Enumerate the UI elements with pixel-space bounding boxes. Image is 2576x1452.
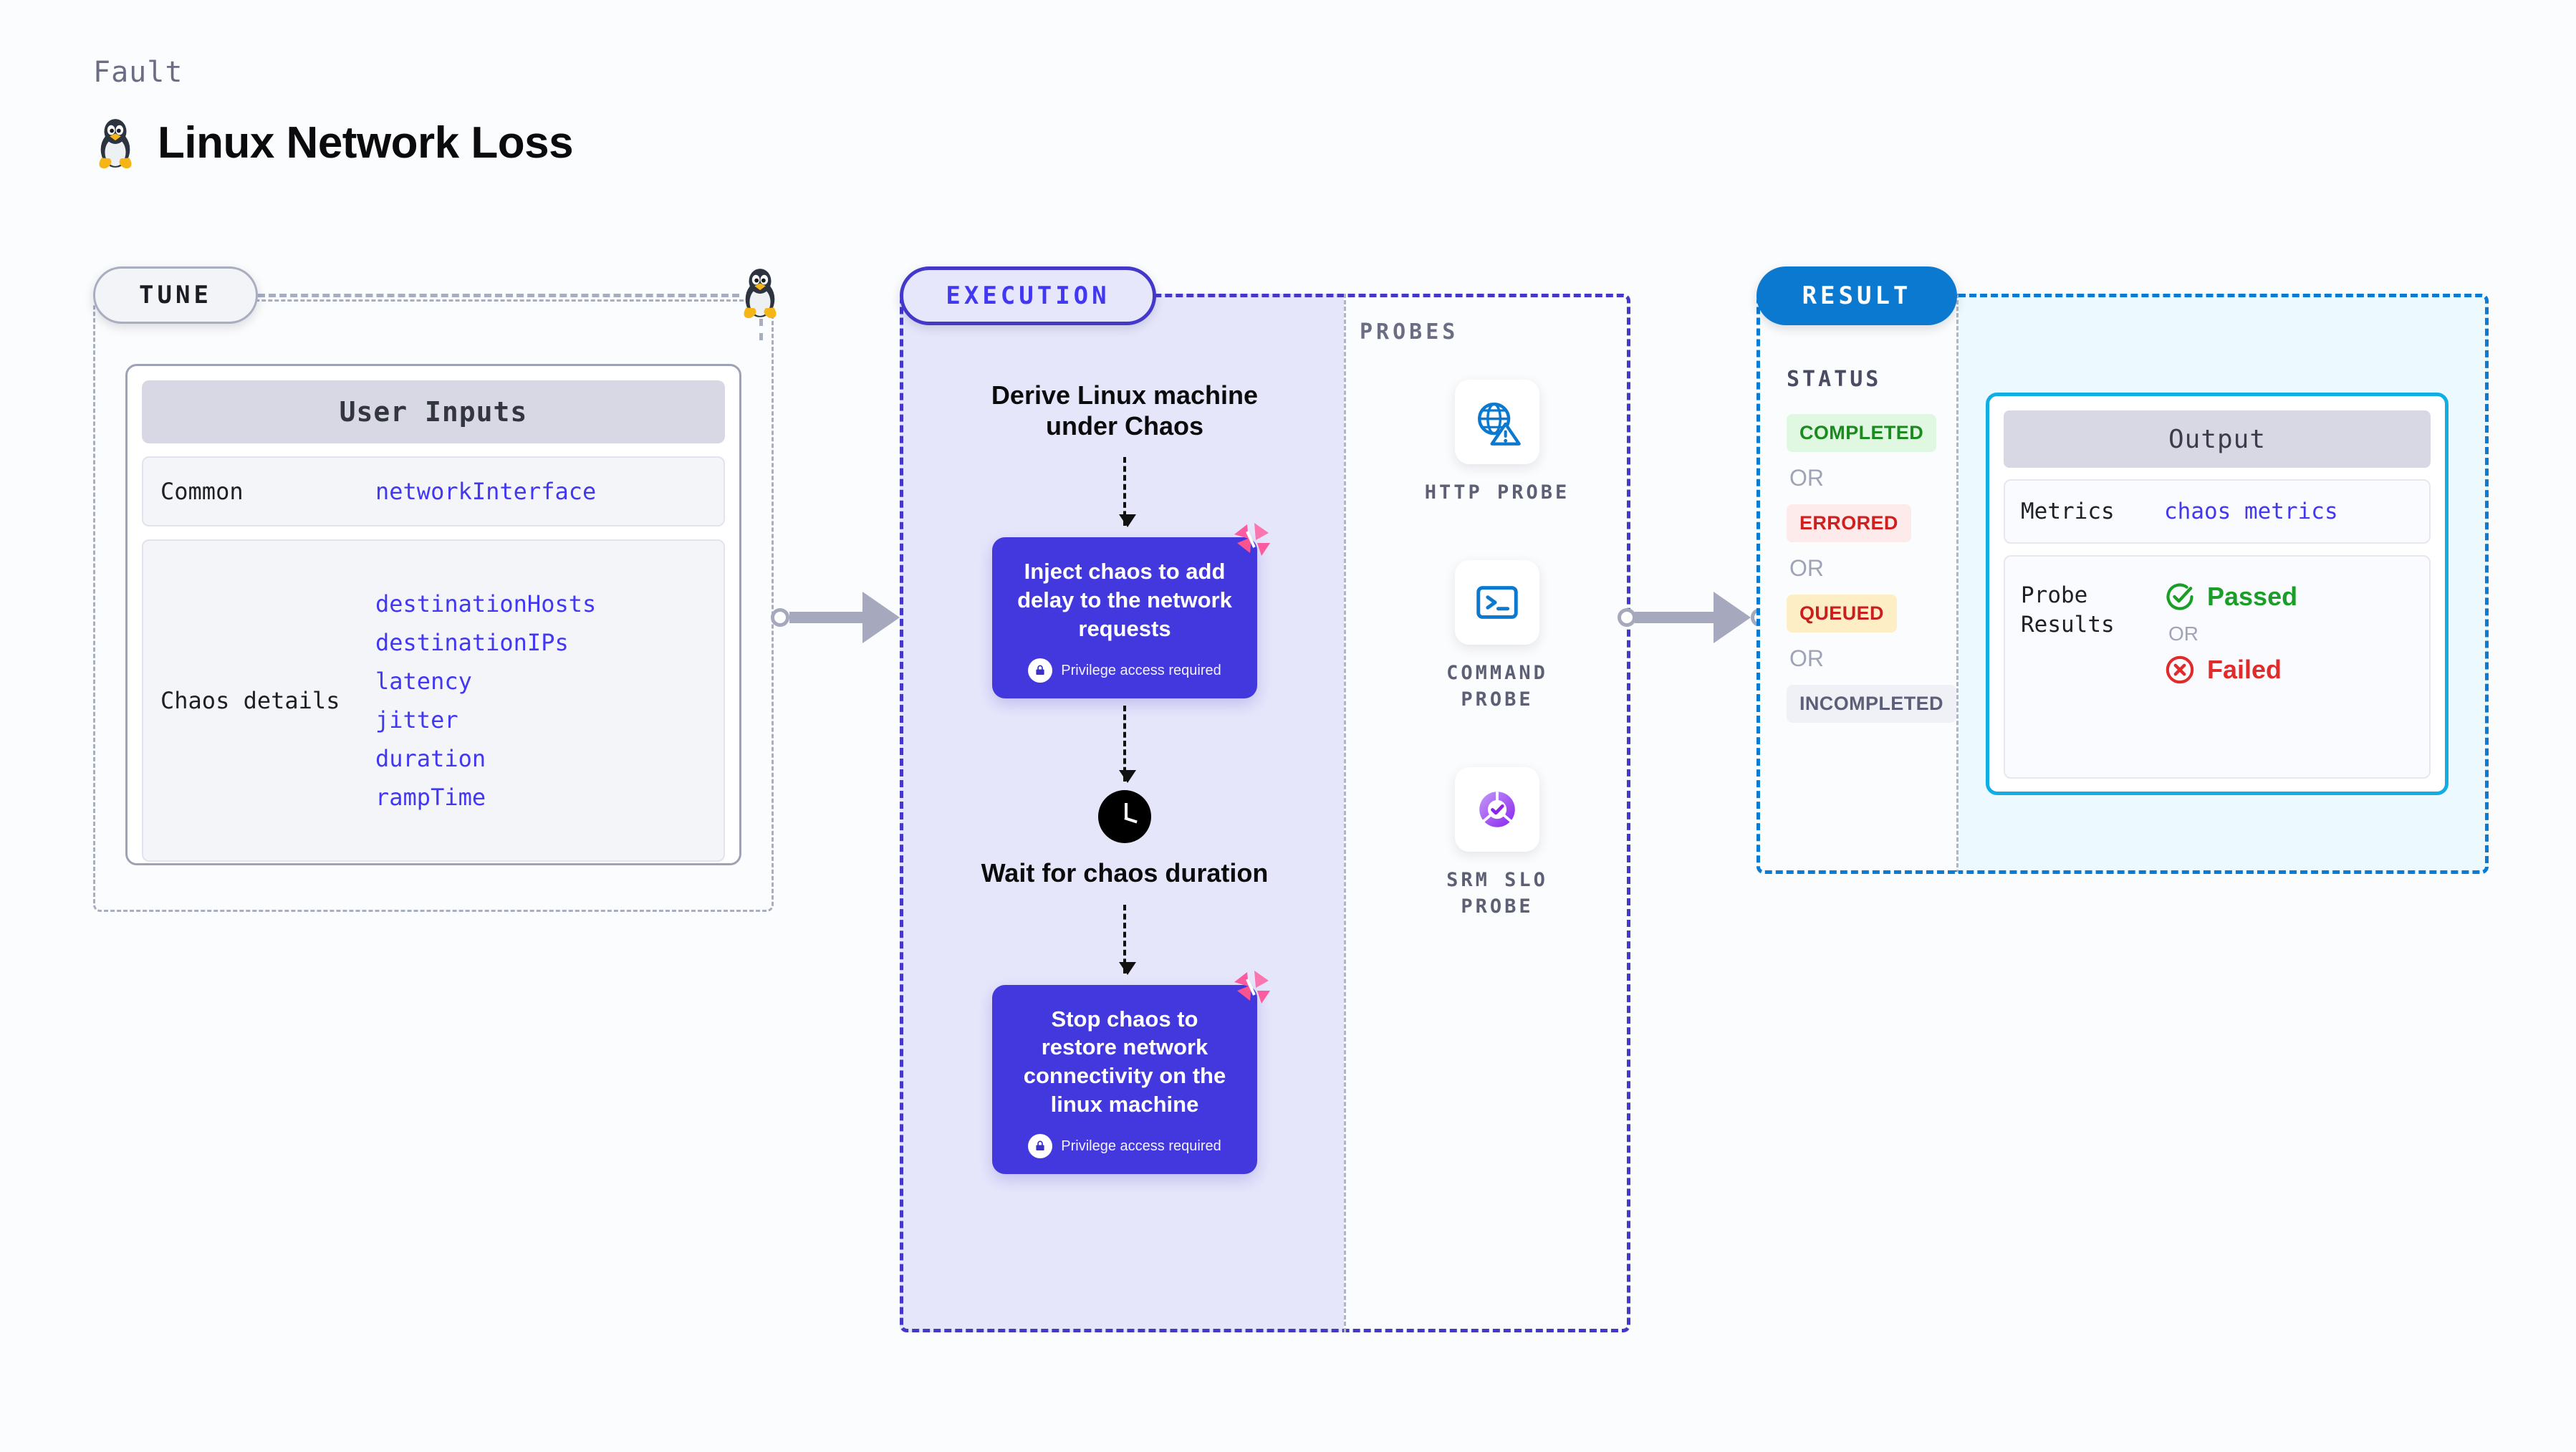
linux-penguin-icon [99, 119, 132, 169]
user-inputs-card: User Inputs Common networkInterface Chao… [125, 364, 741, 865]
tune-connector-dash [258, 294, 739, 297]
probe-result-values: Passed OR Failed [2164, 581, 2297, 686]
probes-divider [1344, 294, 1346, 1332]
status-badge-list: COMPLETED OR ERRORED OR QUEUED OR INCOMP… [1787, 414, 1956, 723]
terminal-icon [1476, 586, 1518, 620]
flow-card-inject-chaos[interactable]: Inject chaos to add delay to the network… [992, 523, 1270, 699]
output-row-probe-results: Probe Results Passed OR Failed [2004, 555, 2431, 779]
flow-step-derive: Derive Linux machine under Chaos [991, 380, 1259, 441]
fault-kicker: Fault [93, 56, 183, 89]
param-destinationhosts[interactable]: destinationHosts [375, 590, 597, 617]
privilege-note: Privilege access required [1011, 1134, 1239, 1159]
probe-tile [1455, 767, 1539, 852]
connector-arrowhead [1714, 592, 1751, 643]
connector-shaft [789, 612, 864, 623]
privilege-note: Privilege access required [1011, 658, 1239, 683]
output-title: Output [2004, 410, 2431, 468]
connector-shaft [1635, 612, 1715, 623]
status-badge-completed: COMPLETED [1787, 414, 1937, 452]
probe-item-command[interactable]: COMMAND PROBE [1411, 560, 1583, 713]
output-key: Metrics [2021, 498, 2115, 524]
execution-probes-panel [900, 294, 1630, 1332]
flow-card-stop-chaos[interactable]: Stop chaos to restore network connectivi… [992, 970, 1270, 1175]
flow-card-title: Stop chaos to restore network connectivi… [1023, 1006, 1226, 1117]
row-key: Common [160, 478, 244, 505]
connector-dot [771, 608, 789, 627]
status-section-label: STATUS [1787, 367, 1882, 392]
execution-flow: Derive Linux machine under Chaos Inject … [953, 380, 1297, 1175]
param-destinationips[interactable]: destinationIPs [375, 629, 569, 656]
probe-tile [1455, 560, 1539, 645]
tune-penguin-stem [759, 319, 763, 340]
page-title: Linux Network Loss [158, 117, 574, 168]
output-key: Probe Results [2021, 582, 2115, 638]
probe-label: COMMAND PROBE [1446, 662, 1548, 711]
flow-card-title: Inject chaos to add delay to the network… [1017, 559, 1232, 641]
probe-label: SRM SLO PROBE [1446, 869, 1548, 918]
status-badge-incompleted: INCOMPLETED [1787, 685, 1956, 723]
probe-result-passed-label: Passed [2207, 582, 2298, 611]
probe-tile [1455, 380, 1539, 464]
row-key: Chaos details [160, 687, 340, 714]
output-value-chaos-metrics[interactable]: chaos metrics [2164, 499, 2338, 524]
param-networkinterface[interactable]: networkInterface [375, 478, 597, 505]
harness-logo-icon [1234, 523, 1270, 557]
status-badge-queued: QUEUED [1787, 595, 1897, 633]
param-latency[interactable]: latency [375, 668, 472, 695]
user-input-row-common: Common networkInterface [142, 456, 725, 527]
or-separator: OR [1789, 555, 1824, 581]
privilege-note-text: Privilege access required [1061, 662, 1221, 678]
connector-execution-to-result [1618, 592, 1769, 643]
privilege-note-text: Privilege access required [1061, 1138, 1221, 1154]
param-jitter[interactable]: jitter [375, 706, 458, 734]
connector-tune-to-execution [771, 592, 918, 643]
user-inputs-title: User Inputs [142, 380, 725, 443]
probe-result-failed: Failed [2164, 654, 2297, 686]
or-separator: OR [2168, 622, 2198, 645]
execution-pill-label: EXECUTION [900, 266, 1156, 325]
linux-penguin-icon [744, 269, 777, 319]
row-values: destinationHosts destinationIPs latency … [375, 590, 596, 811]
row-values: networkInterface [375, 478, 596, 505]
connector-arrowhead [862, 592, 900, 643]
or-separator: OR [1789, 465, 1824, 491]
clock-icon [1098, 790, 1151, 844]
probe-label: HTTP PROBE [1424, 481, 1570, 504]
user-input-row-chaos-details: Chaos details destinationHosts destinati… [142, 539, 725, 862]
flow-arrow [1119, 904, 1136, 975]
probe-item-srm-slo[interactable]: SRM SLO PROBE [1411, 767, 1583, 920]
lock-icon [1028, 1134, 1053, 1159]
param-ramptime[interactable]: rampTime [375, 784, 486, 811]
probe-result-failed-label: Failed [2207, 655, 2282, 684]
slo-check-icon [1479, 792, 1515, 828]
output-card: Output Metrics chaos metrics Probe Resul… [1986, 393, 2448, 795]
result-status-panel [1756, 294, 1959, 874]
flow-step-wait: Wait for chaos duration [981, 858, 1269, 888]
probes-list: HTTP PROBE COMMAND PROBE [1411, 380, 1583, 920]
fault-title-row: Linux Network Loss [93, 115, 574, 170]
status-badge-errored: ERRORED [1787, 504, 1911, 542]
probe-item-http[interactable]: HTTP PROBE [1425, 380, 1570, 506]
tune-pill-label: TUNE [93, 266, 258, 324]
check-circle-icon [2166, 583, 2193, 610]
param-duration[interactable]: duration [375, 745, 486, 772]
globe-warning-icon [1478, 403, 1521, 446]
harness-logo-icon [1234, 970, 1270, 1004]
or-separator: OR [1789, 645, 1824, 671]
probe-result-passed: Passed [2164, 581, 2297, 612]
lock-icon [1028, 658, 1053, 683]
tune-panel [93, 299, 774, 912]
x-circle-icon [2166, 655, 2194, 684]
output-row-metrics: Metrics chaos metrics [2004, 479, 2431, 544]
probes-section-label: PROBES [1360, 319, 1459, 345]
flow-arrow [1119, 457, 1136, 528]
result-pill-label: RESULT [1756, 266, 1957, 325]
flow-arrow [1119, 706, 1136, 784]
connector-dot [1618, 608, 1636, 627]
